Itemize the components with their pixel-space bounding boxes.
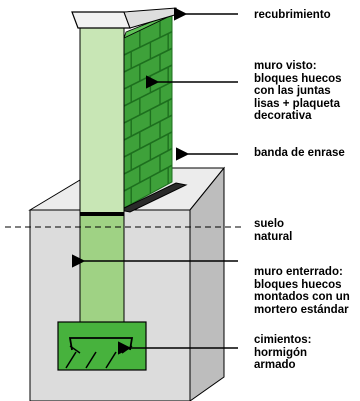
brick-course-joint [123,114,173,141]
rebar-leg [65,351,77,369]
rebar-leg [105,351,117,369]
brick-course-joint [123,30,173,56]
wall-core-buried [79,212,125,331]
brick-facing [123,11,177,209]
brick-course-joint [123,81,173,107]
wall-core-visible [79,24,125,214]
label-foundation: cimientos: hormigón armado [254,334,312,371]
label-natural-ground: suelo natural [254,218,293,243]
coping-shape [71,11,131,29]
label-leveling-band: banda de enrase [254,147,345,159]
label-coping: recubrimiento [254,9,331,21]
footing [57,321,147,371]
brick-course-joint [123,47,173,73]
brick-course-joint [123,97,173,124]
brick-joints [123,20,173,205]
label-visible-wall: muro visto: bloques huecos con las junta… [254,60,342,122]
leveling-band-shape [118,182,188,213]
soil-side-face [189,166,225,401]
label-buried-wall: muro enterrado: bloques huecos montados … [254,266,350,316]
brick-course-joint [123,147,173,175]
rebar-leg [85,351,97,369]
brick-course-joint [123,164,173,192]
brick-course-joint [123,131,173,158]
rebar-tie [69,345,81,354]
